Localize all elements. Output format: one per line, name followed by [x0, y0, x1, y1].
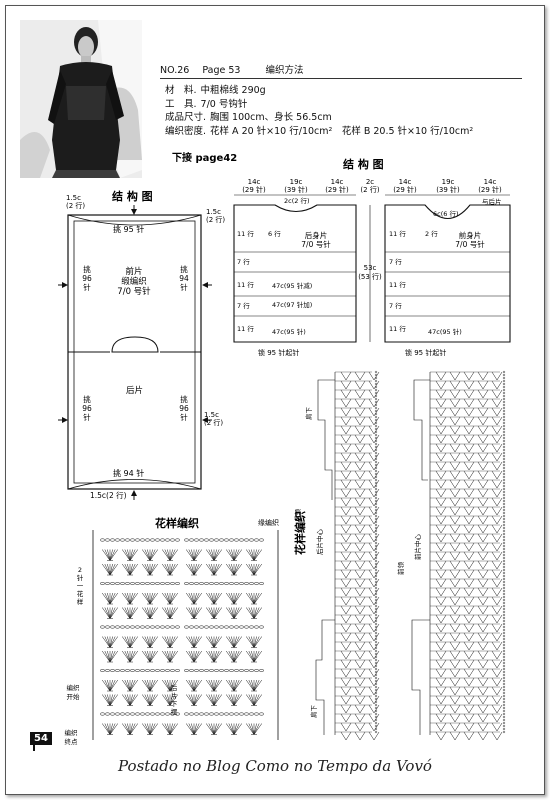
page-number: 54 [30, 732, 52, 745]
svg-text:11 行: 11 行 [237, 229, 254, 238]
yarn-label: 材 料. [165, 85, 197, 96]
shoulder-label-a: 肩下 [304, 407, 313, 421]
method-title: 编织方法 [265, 65, 304, 76]
start-note: 编织开始 [67, 683, 81, 701]
header-divider [160, 78, 522, 79]
tool-label: 工 具. [165, 98, 197, 110]
vertical-pattern-chart: 花样编织 肩下 后领 后片中心 肩下 前领 前片中心 [293, 370, 506, 741]
front-center-label: 前片中心 [413, 534, 422, 561]
pattern-chart-title: 花样编织 [155, 516, 199, 530]
svg-text:11 行: 11 行 [389, 229, 406, 238]
top-pickup-label: 挑 95 针 [113, 224, 144, 234]
page-tab-mark [33, 745, 35, 751]
footer-caption: Postado no Blog Como no Tempo da Vovó [118, 757, 432, 775]
svg-text:7 行: 7 行 [389, 301, 402, 310]
pattern-number: NO.26 [160, 65, 190, 76]
bottom-pickup-label: 挑 94 针 [113, 468, 144, 478]
model-photo [20, 20, 142, 178]
vertical-chart-back [315, 370, 380, 741]
front-body-piece: 14c(29 针) 19c(39 针) 14c(29 针) 6c(6 行) 与后… [384, 178, 511, 357]
svg-text:19c(39 针): 19c(39 针) [284, 178, 308, 194]
right-structure-diagram: 结 构 图 14c(29 针) 19c(39 针) 14c(29 针) 2c(2… [233, 157, 511, 357]
tool-value: 7/0 号钩针 [200, 98, 248, 110]
svg-text:19c(39 针): 19c(39 针) [436, 178, 460, 194]
svg-text:7 行: 7 行 [389, 257, 402, 266]
pattern-header: NO.26 Page 53 编织方法 [160, 62, 520, 76]
back-body-piece: 14c(29 针) 19c(39 针) 14c(29 针) 2c(2 行) 6 … [233, 178, 357, 357]
front-neck-depth: 6c(6 行) [433, 209, 458, 218]
svg-text:14c(29 针): 14c(29 针) [478, 178, 502, 194]
back-stitch-3: 47c(95 针) [272, 327, 306, 336]
back-piece-label: 后片 [126, 385, 143, 396]
svg-text:14c(29 针): 14c(29 针) [393, 178, 417, 194]
svg-text:14c(29 针): 14c(29 针) [325, 178, 349, 194]
gauge-label: 编织密度. [165, 125, 207, 137]
yarn-value: 中粗棉线 290g [200, 85, 266, 96]
vertical-chart-title: 花样编织 [293, 511, 307, 555]
continued-note: 下接 page42 [172, 151, 237, 164]
vertical-chart-front [411, 370, 506, 741]
svg-text:14c(29 针): 14c(29 针) [242, 178, 266, 194]
chart-rows [100, 538, 264, 735]
front-foundation: 锁 95 针起针 [405, 348, 446, 357]
hem-note: 后片下摆 [171, 683, 178, 716]
svg-text:11 行: 11 行 [237, 324, 254, 333]
shoulder-right-note: 1.5c(2 行) [206, 208, 225, 224]
back-neck-label: 后领 [293, 509, 302, 523]
svg-text:11 行: 11 行 [389, 280, 406, 289]
svg-text:7 行: 7 行 [237, 301, 250, 310]
svg-text:11 行: 11 行 [389, 324, 406, 333]
gauge-value: 花样 A 20 针×10 行/10cm² 花样 B 20.5 针×10 行/10… [210, 125, 474, 137]
front-stitch: 47c(95 针) [428, 327, 462, 336]
svg-text:53c(53 行): 53c(53 行) [358, 264, 382, 281]
front-neck-label: 前领 [396, 562, 405, 576]
svg-text:11 行: 11 行 [237, 280, 254, 289]
shoulder-label-b: 肩下 [309, 705, 318, 719]
back-neck-note: 6 行 [268, 229, 281, 238]
back-foundation: 锁 95 针起针 [258, 348, 299, 357]
bottom-rows-label: 1.5c(2 行) [90, 490, 127, 500]
left-diagram-title: 结 构 图 [111, 189, 153, 203]
height-dimension: 2c(2 行) 53c(53 行) [358, 178, 382, 342]
svg-text:7 行: 7 行 [237, 257, 250, 266]
materials-block: 材 料.中粗棉线 290g 工 具.7/0 号钩针 成品尺寸.胸围 100cm、… [165, 84, 477, 138]
size-value: 胸围 100cm、身长 56.5cm [210, 112, 332, 123]
neck-opening [111, 336, 159, 353]
right-diagram-title: 结 构 图 [342, 157, 384, 171]
right-side-rows: 1.5c(2 行) [204, 411, 223, 427]
end-note: 编织终点 [65, 728, 79, 746]
svg-text:2c(2 行): 2c(2 行) [360, 178, 379, 194]
page-reference: Page 53 [202, 65, 241, 76]
back-stitch-1: 47c(95 针减) [272, 281, 312, 290]
size-label: 成品尺寸. [165, 112, 207, 123]
back-stitch-2: 47c(97 针加) [272, 300, 312, 309]
shoulder-left-note: 1.5c(2 行) [66, 194, 85, 210]
front-neck-rows: 2 行 [425, 229, 438, 238]
edging-label: 缘编织 [258, 518, 279, 527]
front-side-note: 与后片 [482, 197, 502, 206]
back-center-label: 后片中心 [315, 529, 324, 556]
back-neck-rows: 2c(2 行) [284, 196, 309, 205]
